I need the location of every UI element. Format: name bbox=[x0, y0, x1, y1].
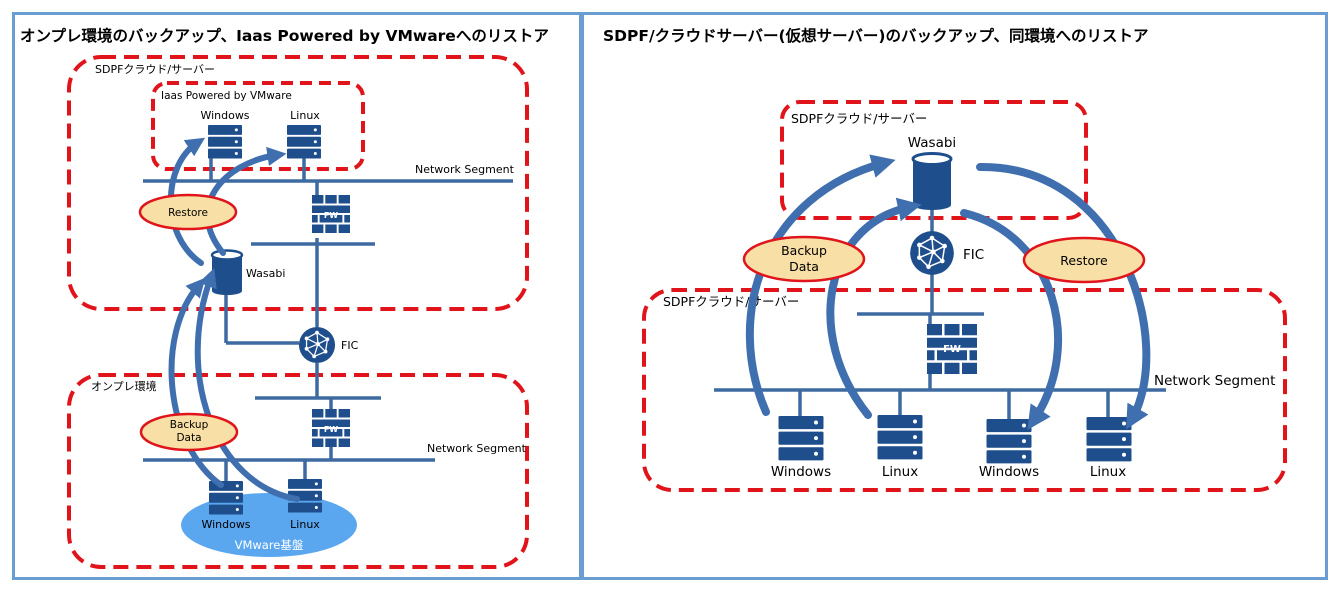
left-onprem-label: オンプレ環境 bbox=[91, 379, 157, 393]
left-iaas-zone bbox=[151, 81, 365, 171]
right-top-cloud-label: SDPFクラウド/サーバー bbox=[791, 111, 927, 126]
left-restore-label: Restore bbox=[168, 207, 208, 219]
left-network-segment-bottom: Network Segment bbox=[427, 442, 527, 455]
right-restore-arrow-to-linux bbox=[976, 162, 1151, 430]
left-wasabi-label: Wasabi bbox=[246, 267, 285, 280]
right-fic-icon bbox=[909, 230, 955, 276]
left-panel-title: オンプレ環境のバックアップ、Iaas Powered by VMwareへのリス… bbox=[20, 27, 549, 45]
left-backup-label-line2: Data bbox=[176, 432, 201, 444]
right-bottom-cloud-label: SDPFクラウド/サーバー bbox=[663, 294, 799, 309]
left-backup-bubble bbox=[139, 412, 239, 452]
right-backup-label-line2: Data bbox=[789, 259, 819, 274]
left-cloud-zone bbox=[67, 55, 529, 311]
left-network-segment-top: Network Segment bbox=[415, 163, 515, 176]
right-server-3-label: Windows bbox=[979, 464, 1039, 480]
left-iaas-linux-server-icon bbox=[287, 125, 321, 159]
left-wasabi-storage-icon bbox=[210, 249, 244, 295]
left-onprem-windows-server-icon bbox=[209, 481, 243, 515]
right-panel-title: SDPF/クラウドサーバー(仮想サーバー)のバックアップ、同環境へのリストア bbox=[603, 27, 1149, 45]
left-bottom-fw-text: FW bbox=[324, 425, 338, 434]
left-restore-arrow-to-linux bbox=[204, 146, 287, 256]
left-onprem-linux-label: Linux bbox=[290, 518, 320, 531]
right-backup-bubble bbox=[742, 235, 866, 283]
right-server-3-icon bbox=[986, 419, 1032, 464]
vmware-base-label: VMware基盤 bbox=[235, 538, 304, 552]
right-wasabi-label: Wasabi bbox=[908, 135, 956, 151]
left-backup-label-line1: Backup bbox=[170, 419, 209, 431]
left-iaas-linux-label: Linux bbox=[290, 109, 320, 122]
right-server-4-icon bbox=[1086, 417, 1132, 462]
left-cloud-label: SDPFクラウド/サーバー bbox=[95, 63, 215, 76]
right-restore-label: Restore bbox=[1060, 253, 1108, 268]
left-onprem-windows-label: Windows bbox=[201, 518, 250, 531]
left-restore-bubble bbox=[138, 193, 238, 231]
right-bottom-cloud-zone bbox=[642, 288, 1287, 492]
left-top-fw-text: FW bbox=[324, 211, 338, 220]
right-fic-label: FIC bbox=[963, 247, 984, 263]
right-diagram: SDPFクラウド/サーバー SDPFクラウド/サーバー Network Segm… bbox=[642, 100, 1287, 492]
left-fic-icon bbox=[298, 326, 336, 364]
right-server-2-label: Linux bbox=[882, 464, 918, 480]
right-server-1-icon bbox=[778, 416, 824, 461]
right-network-segment-label: Network Segment bbox=[1154, 373, 1275, 389]
right-backup-label-line1: Backup bbox=[781, 243, 827, 258]
left-backup-arrow-from-windows bbox=[168, 277, 224, 488]
right-server-2-icon bbox=[877, 415, 923, 460]
right-panel: SDPF/クラウドサーバー(仮想サーバー)のバックアップ、同環境へのリストア bbox=[581, 12, 1328, 580]
right-top-cloud-zone bbox=[780, 100, 1088, 220]
right-backup-arrow-from-linux bbox=[826, 197, 922, 419]
right-backup-arrow-from-windows bbox=[745, 154, 896, 416]
right-server-1-label: Windows bbox=[771, 464, 831, 480]
right-restore-arrow-to-windows bbox=[960, 209, 1063, 430]
left-iaas-windows-label: Windows bbox=[200, 109, 249, 122]
right-wasabi-storage-icon bbox=[911, 152, 953, 210]
right-restore-bubble bbox=[1022, 236, 1146, 284]
right-fw-text: FW bbox=[943, 344, 961, 355]
left-iaas-windows-server-icon bbox=[208, 125, 242, 159]
left-iaas-label: Iaas Powered by VMware bbox=[161, 90, 292, 102]
left-diagram: SDPFクラウド/サーバー Iaas Powered by VMware オンプ… bbox=[67, 55, 529, 569]
right-server-4-label: Linux bbox=[1090, 464, 1126, 480]
left-onprem-zone bbox=[67, 373, 529, 569]
left-fic-label: FIC bbox=[341, 339, 359, 352]
left-panel: オンプレ環境のバックアップ、Iaas Powered by VMwareへのリス… bbox=[12, 12, 582, 580]
